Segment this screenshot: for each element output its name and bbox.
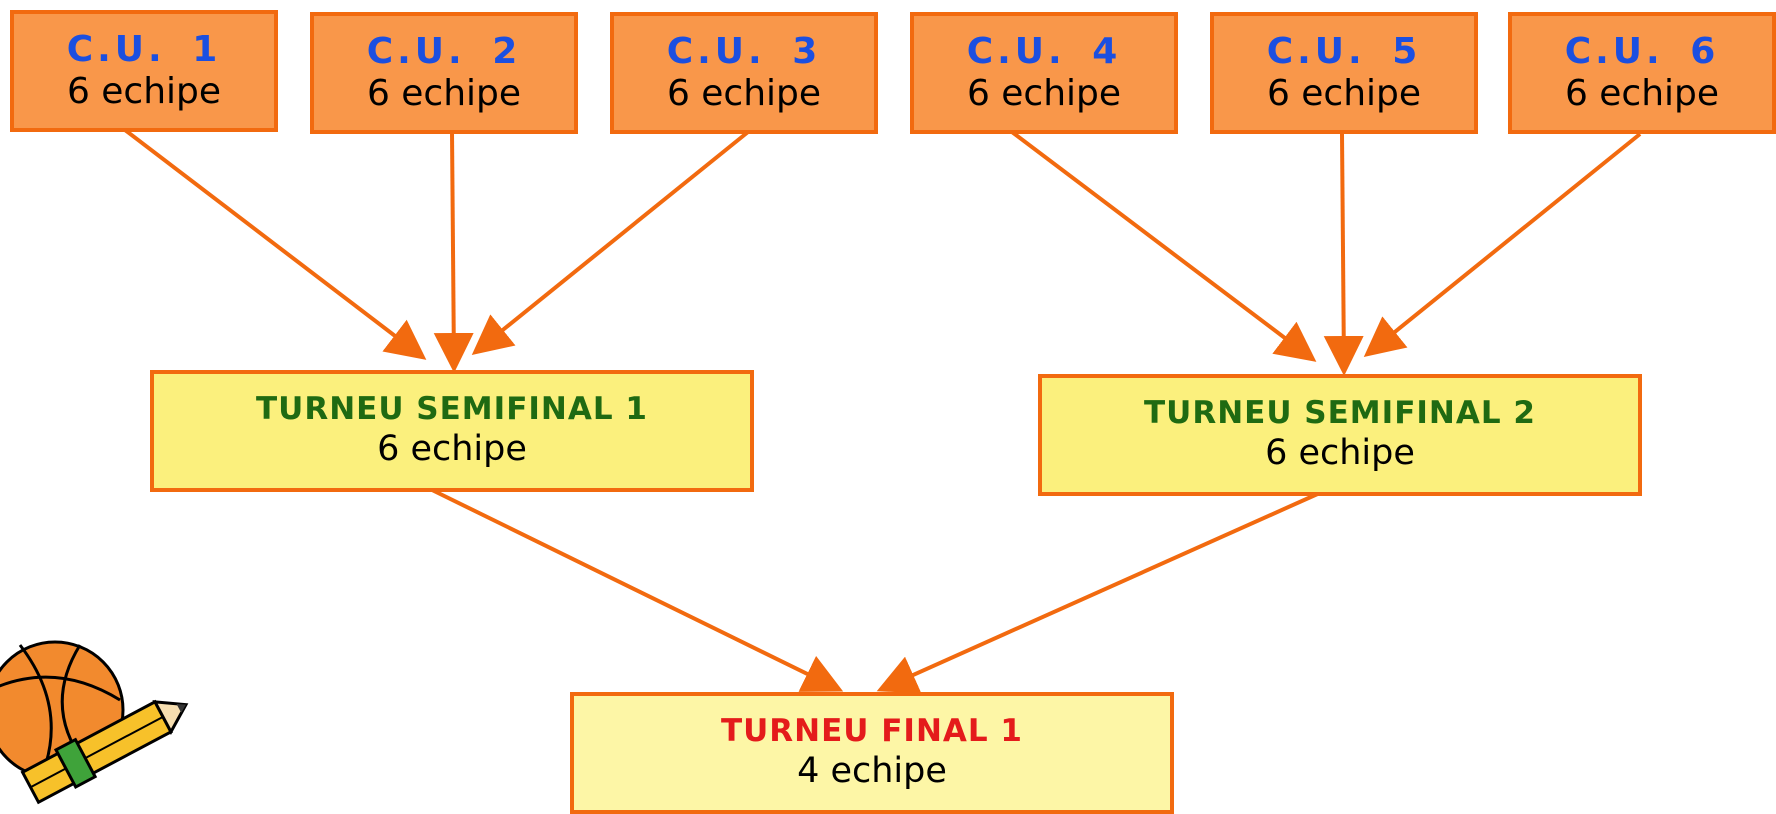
cu-box-1: C.U. 1 6 echipe xyxy=(10,10,278,132)
cu-box-2: C.U. 2 6 echipe xyxy=(310,12,578,134)
cu-teams: 6 echipe xyxy=(1266,73,1422,115)
cu-teams: 6 echipe xyxy=(366,73,522,115)
cu-teams: 6 echipe xyxy=(1564,73,1720,115)
arrow-cu1-semi1 xyxy=(123,128,427,360)
cu-box-5: C.U. 5 6 echipe xyxy=(1210,12,1478,134)
cu-teams: 6 echipe xyxy=(966,73,1122,115)
semifinal-teams: 6 echipe xyxy=(1265,432,1415,473)
final-teams: 4 echipe xyxy=(797,750,947,791)
cu-teams: 6 echipe xyxy=(666,73,822,115)
cu-teams: 6 echipe xyxy=(66,71,222,113)
semifinal-box-1: TURNEU SEMIFINAL 1 6 echipe xyxy=(150,370,754,492)
arrow-cu5-semi2 xyxy=(1323,133,1364,376)
cu-title: C.U. 5 xyxy=(1266,30,1422,72)
semifinal-title: TURNEU SEMIFINAL 2 xyxy=(1144,395,1536,432)
arrow-cu2-semi1 xyxy=(433,131,474,373)
arrow-cu4-semi2 xyxy=(1010,130,1317,362)
cu-title: C.U. 4 xyxy=(966,30,1122,72)
basketball-pencil-clipart xyxy=(0,640,189,805)
cu-box-4: C.U. 4 6 echipe xyxy=(910,12,1178,134)
cu-title: C.U. 1 xyxy=(66,28,222,70)
arrow-semi2-final xyxy=(876,490,1323,694)
cu-title: C.U. 6 xyxy=(1564,30,1720,72)
semifinal-teams: 6 echipe xyxy=(377,428,527,469)
cu-box-6: C.U. 6 6 echipe xyxy=(1508,12,1776,134)
arrow-semi1-final xyxy=(427,486,844,692)
cu-title: C.U. 3 xyxy=(666,30,822,72)
cu-box-3: C.U. 3 6 echipe xyxy=(610,12,878,134)
semifinal-box-2: TURNEU SEMIFINAL 2 6 echipe xyxy=(1038,374,1642,496)
arrow-cu3-semi1 xyxy=(471,130,750,356)
final-box: TURNEU FINAL 1 4 echipe xyxy=(570,692,1174,814)
arrow-cu6-semi2 xyxy=(1363,132,1642,358)
final-title: TURNEU FINAL 1 xyxy=(720,713,1024,750)
semifinal-title: TURNEU SEMIFINAL 1 xyxy=(256,391,648,428)
cu-title: C.U. 2 xyxy=(366,30,522,72)
